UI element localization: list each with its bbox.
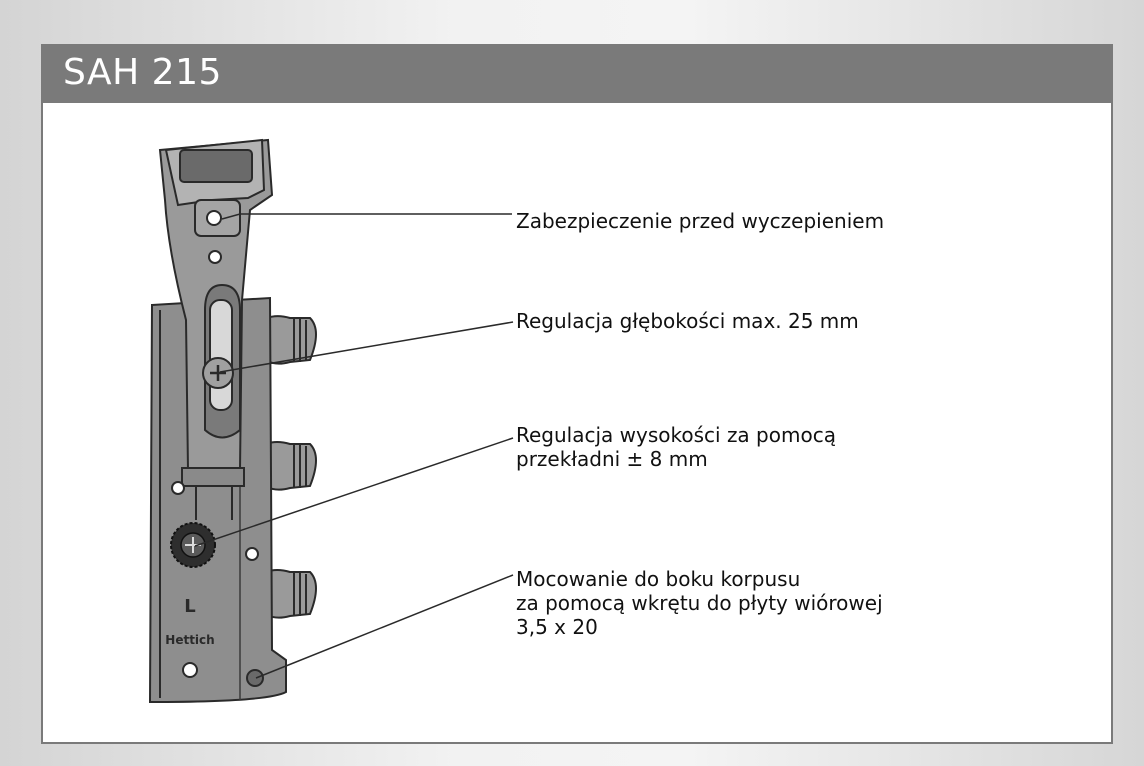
callout-text: Mocowanie do boku korpusu — [516, 567, 801, 591]
callout-text: za pomocą wkrętu do płyty wiórowej — [516, 591, 883, 615]
page-title: SAH 215 — [63, 52, 222, 93]
leader-line — [221, 213, 512, 220]
callout-height-adjust: Regulacja wysokości za pomocą przekładni… — [516, 423, 836, 471]
title-bar: SAH 215 — [43, 46, 1111, 103]
mount-hole — [182, 662, 198, 678]
callout-mounting: Mocowanie do boku korpusu za pomocą wkrę… — [516, 567, 883, 639]
callout-text: Regulacja wysokości za pomocą — [516, 423, 836, 447]
anti-detach-catch — [194, 199, 241, 264]
callout-text: 3,5 x 20 — [516, 615, 598, 639]
brand-logo: Hettich — [165, 633, 214, 647]
callout-text: Zabezpieczenie przed wyczepieniem — [516, 209, 885, 233]
leader-line — [219, 321, 514, 373]
side-mark: L — [184, 596, 195, 617]
callout-anti-detach: Zabezpieczenie przed wyczepieniem — [516, 209, 884, 233]
leader-line — [194, 437, 514, 547]
callout-text: przekładni ± 8 mm — [516, 447, 708, 471]
mount-hole — [246, 669, 264, 687]
callout-depth-adjust: Regulacja głębokości max. 25 mm — [516, 309, 859, 333]
height-adjust-gear — [170, 522, 216, 568]
callout-text: Regulacja głębokości max. 25 mm — [516, 309, 859, 333]
leader-line — [255, 574, 514, 679]
mount-hole — [245, 547, 259, 561]
depth-adjust-screw — [202, 357, 234, 389]
